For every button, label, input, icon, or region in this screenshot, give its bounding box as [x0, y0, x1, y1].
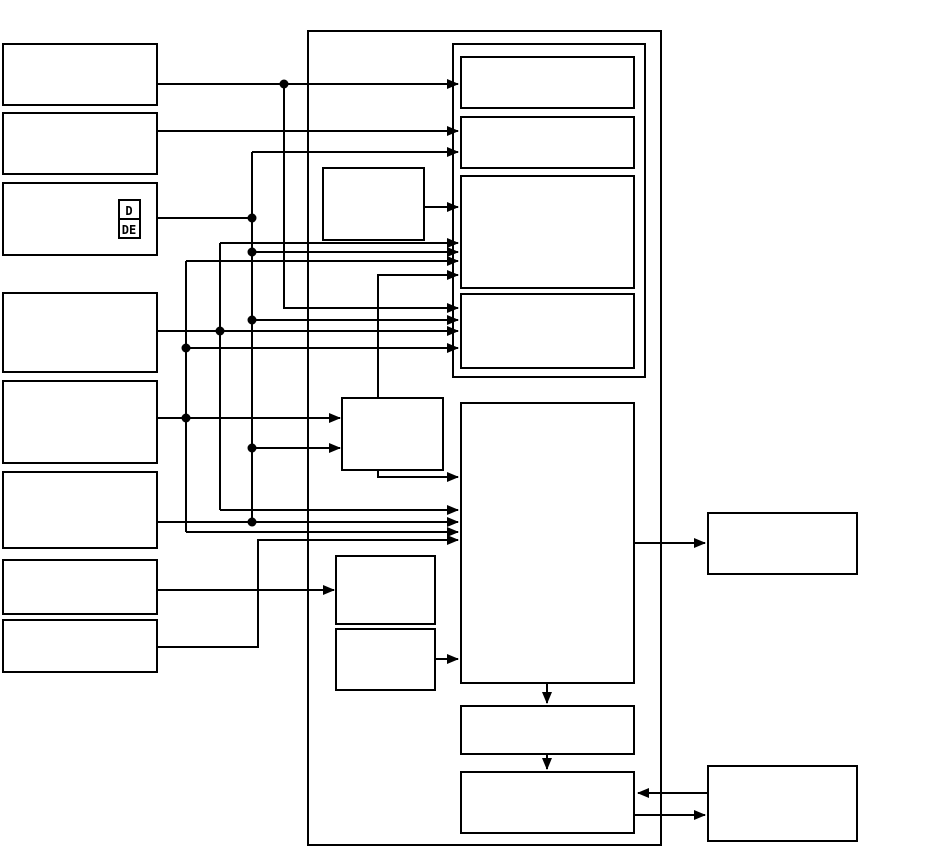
- junction-dot-1: [279, 79, 289, 89]
- stack-row-2: [460, 116, 635, 169]
- left-block-1: [2, 43, 158, 106]
- left-block-5: [2, 380, 158, 464]
- left-block-8: [2, 619, 158, 673]
- junction-dot-3: [247, 247, 257, 257]
- junction-dot-2: [247, 213, 257, 223]
- bottom-box-2: [460, 771, 635, 834]
- mid-box: [341, 397, 444, 471]
- inner-top-box: [322, 167, 425, 241]
- junction-dot-6: [247, 517, 257, 527]
- junction-dot-7: [215, 326, 225, 336]
- fraction-bottom-label: DE: [122, 223, 136, 237]
- wire-midbox-to-stack3: [376, 270, 459, 398]
- stack-row-1: [460, 56, 635, 109]
- wire-branch-left1-to-stack4: [282, 84, 459, 313]
- junction-dot-5: [247, 443, 257, 453]
- fraction-top-label: D: [125, 204, 132, 218]
- wire-midbox-to-bigbox: [376, 470, 459, 482]
- junction-dot-8: [181, 343, 191, 353]
- junction-dot-4: [247, 315, 257, 325]
- bottom-box-1: [460, 705, 635, 755]
- left-block-6: [2, 471, 158, 549]
- central-big-box: [460, 402, 635, 684]
- small-box-2: [335, 628, 436, 691]
- fraction-symbol: D DE: [118, 199, 141, 239]
- stack-row-4: [460, 293, 635, 369]
- left-block-2: [2, 112, 158, 175]
- left-block-7: [2, 559, 158, 615]
- junction-dot-9: [181, 413, 191, 423]
- main-module-frame: [307, 30, 662, 846]
- wire-left8-to-bigbox: [157, 535, 459, 649]
- stack-row-3: [460, 175, 635, 289]
- left-block-4: [2, 292, 158, 373]
- right-box-1: [707, 512, 858, 575]
- small-box-1: [335, 555, 436, 625]
- right-box-2: [707, 765, 858, 842]
